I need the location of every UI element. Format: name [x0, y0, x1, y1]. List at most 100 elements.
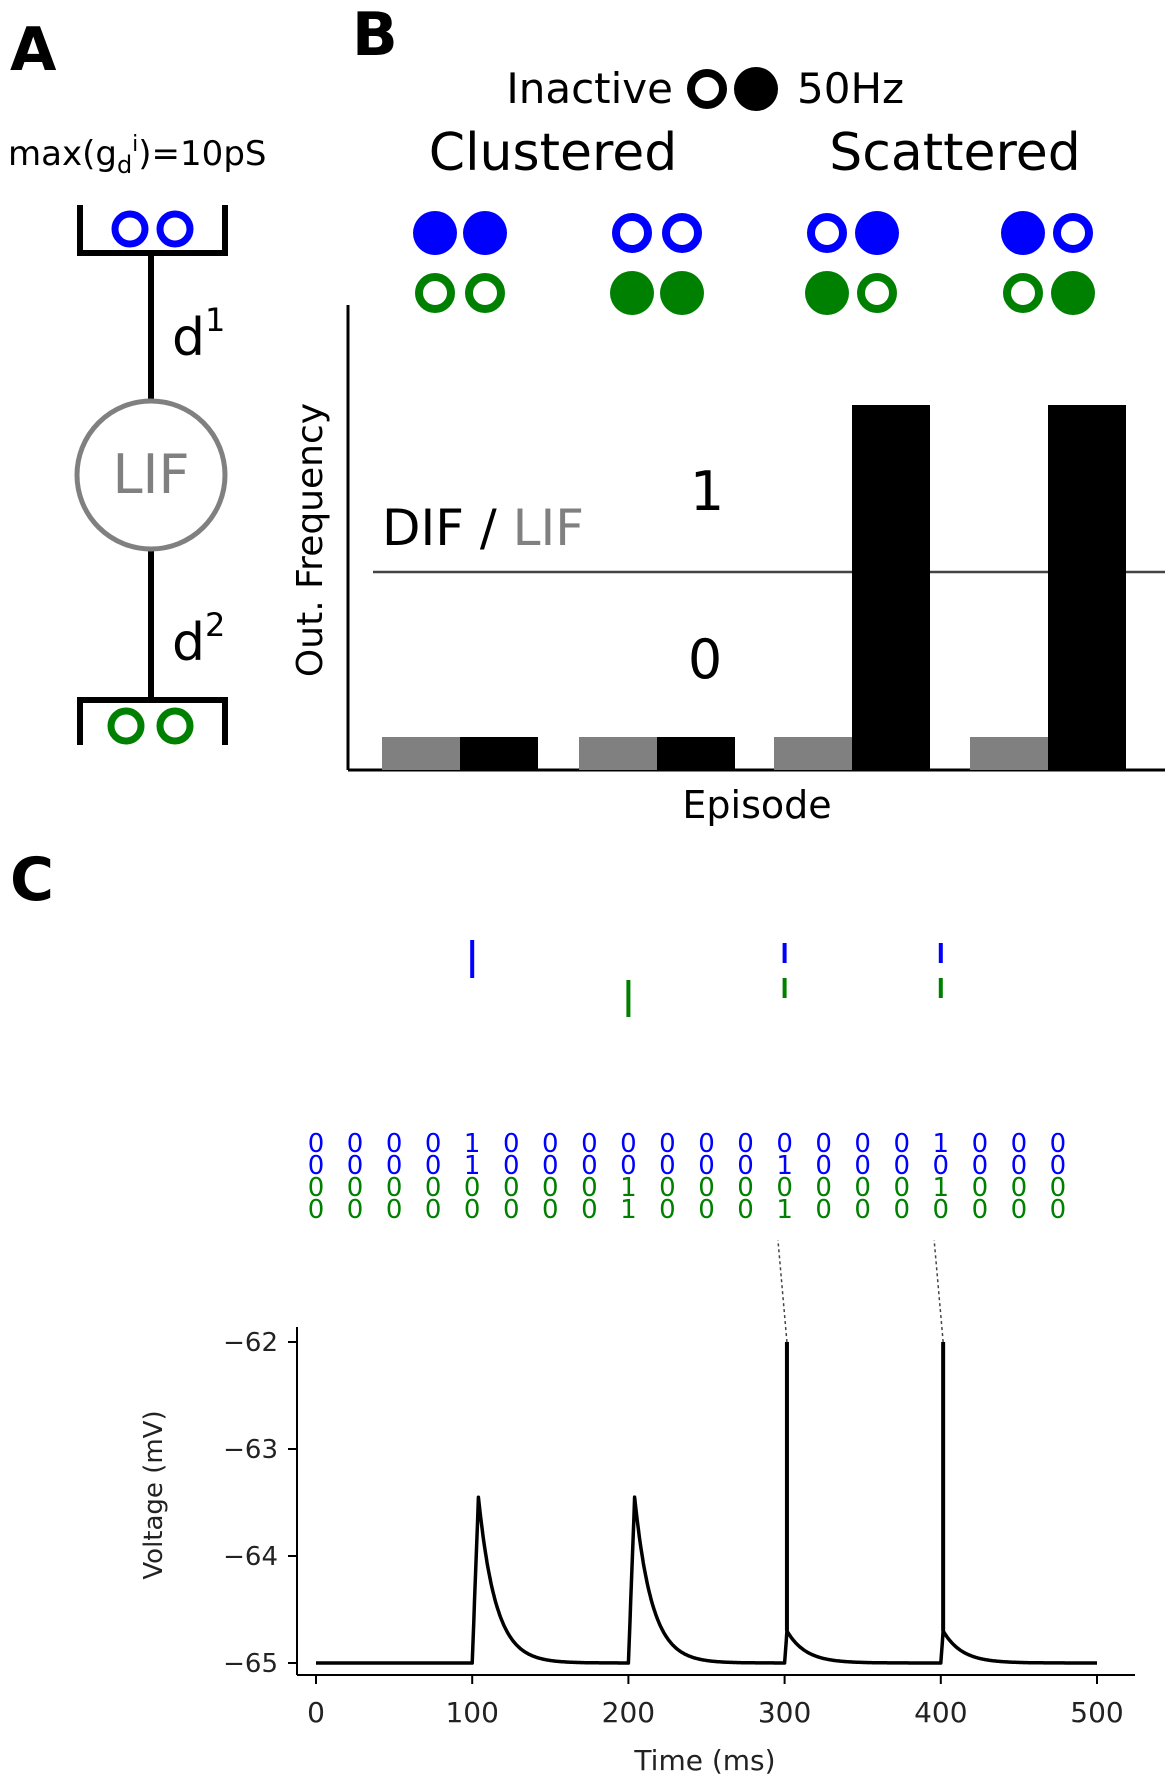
binary-digit: 0	[386, 1173, 403, 1203]
binary-digit: 0	[854, 1173, 871, 1203]
c-y-ticks: −65 −64 −63 −62	[223, 1328, 297, 1679]
binary-digit: 0	[815, 1173, 832, 1203]
binary-digit: 0	[893, 1195, 910, 1225]
binary-digit: 0	[698, 1151, 715, 1181]
binary-digit: 0	[1011, 1173, 1028, 1203]
legend-separator: /	[464, 499, 513, 557]
binary-digit: 0	[425, 1195, 442, 1225]
binary-digit: 1	[933, 1129, 950, 1159]
episode-input-inactive	[1003, 273, 1043, 313]
green-input-circle	[107, 707, 145, 745]
binary-digit: 0	[581, 1129, 598, 1159]
c-x-tick-label: 300	[758, 1696, 811, 1729]
threshold-label-0: 0	[688, 628, 722, 691]
binary-digit: 0	[933, 1195, 950, 1225]
spike-connector	[933, 1239, 944, 1343]
green-input-circle	[156, 707, 194, 745]
binary-digit: 1	[776, 1195, 793, 1225]
spike-connector	[777, 1239, 788, 1343]
binary-digit: 0	[776, 1173, 793, 1203]
binary-digit: 0	[464, 1173, 481, 1203]
c-x-tick-label: 400	[914, 1696, 967, 1729]
binary-digit: 0	[972, 1173, 989, 1203]
dif-lif-legend: DIF / LIF	[382, 499, 584, 557]
c-y-axis-label: Voltage (mV)	[139, 1410, 169, 1579]
binary-digit: 0	[308, 1129, 325, 1159]
c-y-tick-label: −63	[223, 1435, 278, 1465]
binary-digit: 0	[386, 1195, 403, 1225]
c-x-tick-label: 100	[445, 1696, 498, 1729]
episode-input-active	[660, 271, 704, 315]
episode-input-active	[463, 211, 507, 255]
legend-active-circle	[734, 67, 778, 111]
episode-input-inactive	[807, 213, 847, 253]
c-y-tick-label: −64	[223, 1542, 278, 1572]
binary-digit: 0	[1050, 1129, 1067, 1159]
episode-input-active	[1051, 271, 1095, 315]
binary-digit: 0	[1011, 1195, 1028, 1225]
blue-input-circle	[156, 210, 194, 248]
binary-digit: 0	[972, 1195, 989, 1225]
binary-digit: 0	[542, 1151, 559, 1181]
binary-digit: 0	[972, 1151, 989, 1181]
binary-digit: 0	[737, 1173, 754, 1203]
lif-neuron-circle	[74, 398, 228, 552]
binary-digit: 0	[347, 1195, 364, 1225]
episode-input-inactive	[612, 213, 652, 253]
binary-digit: 0	[972, 1129, 989, 1159]
episode-input-active	[855, 211, 899, 255]
max-conductance-label: max(gdi)=10pS	[8, 132, 266, 179]
d1-label: d1	[172, 301, 225, 368]
b-y-axis-label: Out. Frequency	[290, 403, 331, 677]
binary-digit: 0	[581, 1195, 598, 1225]
c-y-tick-label: −65	[223, 1649, 278, 1679]
binary-digit: 0	[776, 1129, 793, 1159]
episode-input-inactive	[857, 273, 897, 313]
c-y-tick-label: −62	[223, 1328, 278, 1358]
binary-digit: 0	[425, 1173, 442, 1203]
binary-digit: 1	[620, 1195, 637, 1225]
binary-digit: 0	[1050, 1151, 1067, 1181]
panel-a: max(gdi)=10pS d1 d2 LIF	[8, 132, 266, 745]
top-dendrite-bracket	[77, 205, 228, 256]
binary-digit: 0	[698, 1195, 715, 1225]
c-x-tick-label: 0	[307, 1696, 325, 1729]
binary-digit: 0	[893, 1173, 910, 1203]
lif-bar	[382, 737, 460, 770]
binary-digit: 0	[386, 1129, 403, 1159]
binary-digit: 0	[542, 1173, 559, 1203]
dif-bar	[1048, 405, 1126, 770]
binary-digit: 0	[1011, 1151, 1028, 1181]
binary-digit: 1	[464, 1129, 481, 1159]
voltage-trace	[315, 1495, 1098, 1665]
lif-legend-text: LIF	[513, 499, 584, 557]
binary-digit: 0	[1011, 1129, 1028, 1159]
bottom-dendrite-bracket	[77, 697, 228, 745]
binary-digit: 0	[854, 1151, 871, 1181]
binary-digit: 1	[933, 1173, 950, 1203]
binary-digit: 0	[659, 1173, 676, 1203]
binary-digit: 0	[542, 1195, 559, 1225]
binary-digit: 0	[698, 1173, 715, 1203]
binary-digit: 0	[1050, 1173, 1067, 1203]
lif-bar	[970, 737, 1048, 770]
c-x-tick-label: 500	[1070, 1696, 1123, 1729]
spike-connectors	[777, 1239, 946, 1631]
panel-label-a: A	[10, 15, 57, 85]
c-x-tick-label: 200	[602, 1696, 655, 1729]
d2-label: d2	[172, 606, 225, 673]
binary-digit: 0	[503, 1173, 520, 1203]
dif-legend-text: DIF	[382, 499, 464, 557]
binary-digit: 0	[854, 1129, 871, 1159]
legend-inactive-label: Inactive	[506, 64, 673, 113]
binary-digit: 0	[347, 1151, 364, 1181]
binary-digit: 0	[893, 1129, 910, 1159]
binary-digit: 0	[933, 1151, 950, 1181]
binary-digit: 0	[1050, 1195, 1067, 1225]
binary-digit: 0	[425, 1129, 442, 1159]
episode-input-inactive	[415, 273, 455, 313]
c-x-ticks: 0 100 200 300 400 500	[307, 1675, 1124, 1729]
binary-digit: 0	[503, 1195, 520, 1225]
binary-digit: 1	[464, 1151, 481, 1181]
input-raster	[470, 940, 943, 1017]
